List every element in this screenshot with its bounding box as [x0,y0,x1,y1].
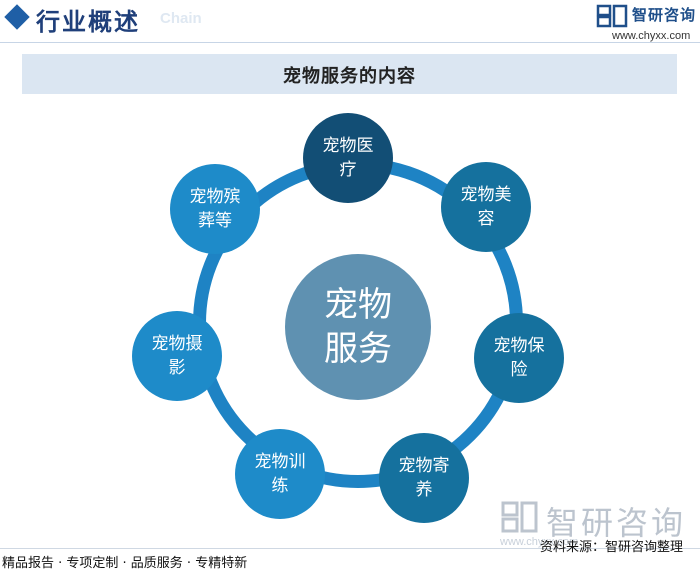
node-label-line2: 疗 [339,160,357,180]
center-circle: 宠物 服务 [285,254,431,400]
node-label-line1: 宠物医 [322,136,374,156]
node-pet-grooming: 宠物美容 [441,162,531,252]
node-pet-medical: 宠物医疗 [303,113,393,203]
node-label-line1: 宠物摄 [151,334,203,354]
node-label-line2: 影 [168,358,186,378]
node-pet-training: 宠物训练 [235,429,325,519]
node-label-line1: 宠物美 [460,185,512,205]
center-label: 宠物 服务 [318,283,398,371]
footer-tagline: 精品报告 · 专项定制 · 品质服务 · 专精特新 [2,556,248,571]
node-label-line1: 宠物训 [254,452,306,472]
header-title: 行业概述 [36,8,140,36]
header-subtitle: Chain [160,10,202,27]
brand-url: www.chyxx.com [612,30,691,42]
node-label-line2: 容 [477,209,495,229]
node-label-line2: 葬等 [198,211,232,231]
node-pet-boarding: 宠物寄养 [379,433,469,523]
watermark-logo-icon [501,501,538,533]
center-label-line1: 宠物 [324,285,392,325]
node-pet-insurance: 宠物保险 [474,313,564,403]
watermark-text: 智研咨询 [546,504,687,542]
brand-logo-icon [596,4,628,28]
brand-name: 智研咨询 [632,6,697,24]
title-banner: 宠物服务的内容 [22,54,677,94]
banner-title: 宠物服务的内容 [283,66,416,87]
node-label-line2: 养 [415,480,433,500]
watermark-url: www.chyxx.com [500,536,579,548]
node-label-line1: 宠物殡 [189,187,241,207]
node-label-line1: 宠物保 [493,336,545,356]
node-pet-photography: 宠物摄影 [132,311,222,401]
node-pet-funeral: 宠物殡葬等 [170,164,260,254]
footer-divider [0,548,700,549]
node-label-line1: 宠物寄 [398,456,450,476]
node-label-line2: 练 [271,476,289,496]
node-label-line2: 险 [510,360,528,380]
page-header: 行业概述 Chain 智研咨询 www.chyxx.com [0,0,700,44]
center-label-line2: 服务 [324,329,392,369]
header-divider [0,42,700,43]
footer-source: 资料来源：智研咨询整理 [540,540,684,555]
